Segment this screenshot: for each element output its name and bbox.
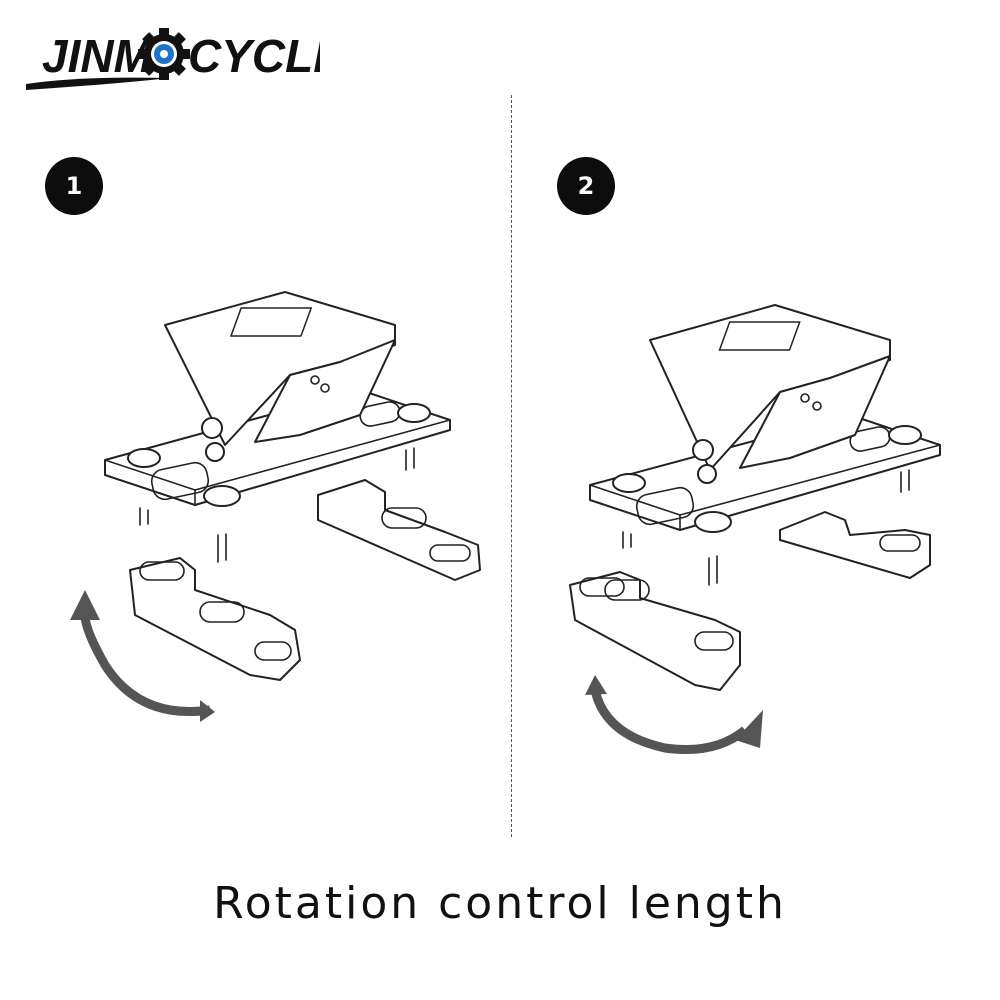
bracket-illustration-step-1 [70,291,481,722]
threaded-studs [622,469,910,586]
bolt-heads [612,425,922,533]
diagram-caption: Rotation control length [213,878,787,929]
rotatable-arm-left [129,557,301,681]
rotatable-arm-right [779,511,931,579]
rotate-clockwise-arrow-icon [585,675,763,755]
rotatable-arm-right [317,479,481,581]
panel-divider [511,95,512,837]
brand-logo: JINM CYCLE [26,28,320,90]
step-number: 1 [65,172,83,200]
logo-text-right: CYCLE [188,30,320,82]
upper-bracket [649,304,891,484]
rotate-counterclockwise-arrow-icon [70,590,215,722]
upper-bracket [164,291,396,462]
threaded-studs [139,447,415,563]
rotatable-arm-left [569,571,741,691]
step-number: 2 [577,172,595,200]
bracket-illustration-step-2 [569,304,941,755]
logo-swoosh [26,77,170,90]
bolt-heads [127,403,431,507]
gear-icon [138,28,190,80]
step-badge-1: 1 [45,157,103,215]
logo-text-left: JINM [42,30,154,82]
step-badge-2: 2 [557,157,615,215]
